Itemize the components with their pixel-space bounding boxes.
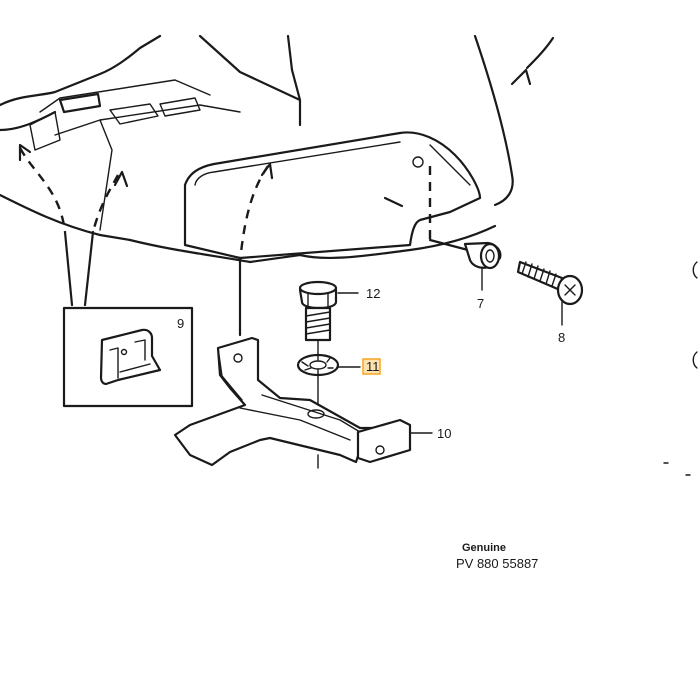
edge-marks [663,261,698,476]
callout-11-highlight: 11 [362,358,381,375]
inset-box-part-9 [62,306,194,408]
callout-11: 11 [366,359,380,374]
callout-9: 9 [177,316,184,331]
callout-7: 7 [477,296,484,311]
bolt-part-12 [298,280,359,359]
arrow-icon [18,36,555,188]
screw-part-8 [516,260,584,326]
stamp-part-number: PV 880 55887 [456,556,539,571]
callout-10: 10 [437,426,451,441]
washer-part-11 [296,353,361,406]
inset-leader-lines [63,230,242,337]
bracket-part-10 [173,336,433,469]
callout-8: 8 [558,330,565,345]
bushing-part-7 [463,241,502,291]
callout-12: 12 [366,286,380,301]
stamp-genuine: Genuine [462,542,507,554]
console-housing [0,34,514,264]
